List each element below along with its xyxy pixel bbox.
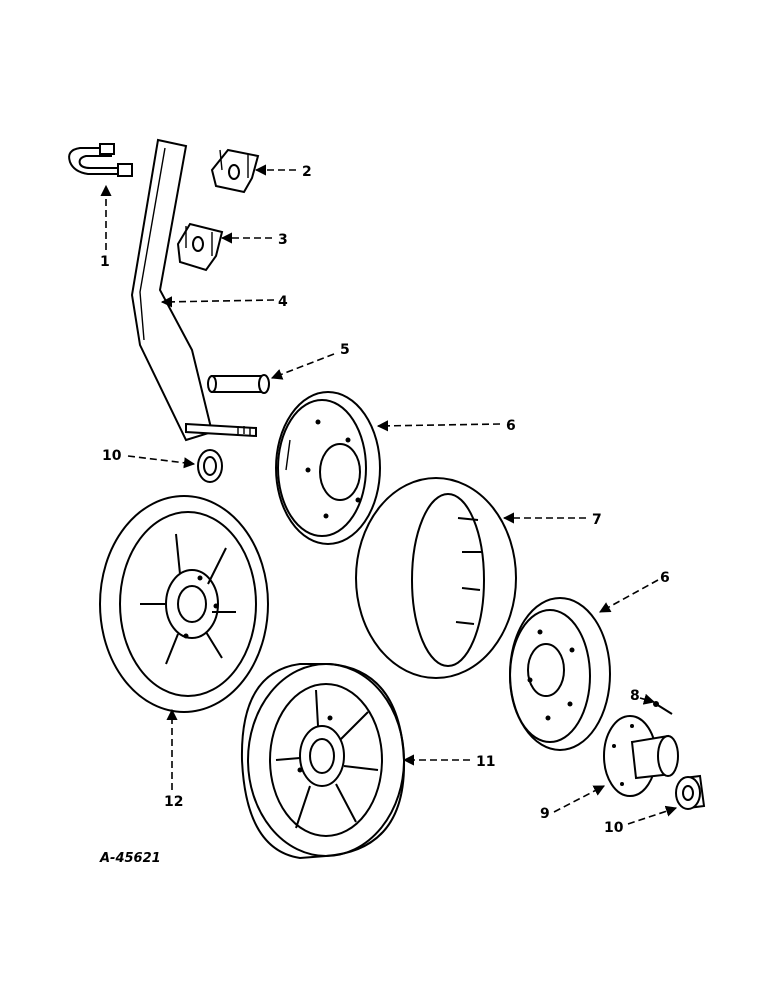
callout-2: 2 <box>302 164 312 180</box>
callout-11: 11 <box>476 754 495 770</box>
screw-part-8 <box>653 701 673 715</box>
callout-6-lower: 6 <box>660 570 670 586</box>
clamp-part-3 <box>176 222 224 272</box>
callout-8: 8 <box>630 688 640 704</box>
hub-half-part-6-upper <box>275 391 381 545</box>
callout-5: 5 <box>340 342 350 358</box>
callout-3: 3 <box>278 232 288 248</box>
callout-1: 1 <box>100 254 110 270</box>
callout-9: 9 <box>540 806 550 822</box>
callout-10-lower: 10 <box>604 820 624 836</box>
wheel-half-part-12 <box>99 495 269 713</box>
clamp-part-2 <box>210 148 260 194</box>
bearing-part-10-upper <box>197 449 223 483</box>
flange-hub-part-9 <box>603 715 679 797</box>
u-bolt-part-1 <box>68 143 133 177</box>
hub-half-part-6-lower <box>509 597 611 751</box>
callout-4: 4 <box>278 294 288 310</box>
drawing-id: A-45621 <box>99 851 161 866</box>
arm-part-4 <box>130 138 214 442</box>
callout-12: 12 <box>164 794 183 810</box>
wheel-part-11 <box>240 663 406 860</box>
leader-lines <box>100 164 678 825</box>
callout-7: 7 <box>592 512 602 528</box>
tire-part-7 <box>355 477 517 679</box>
axle-bolt <box>185 422 257 438</box>
bearing-part-10-lower <box>675 774 706 810</box>
pin-part-5 <box>207 374 270 394</box>
callout-6-upper: 6 <box>506 418 516 434</box>
callout-10-upper: 10 <box>102 448 122 464</box>
